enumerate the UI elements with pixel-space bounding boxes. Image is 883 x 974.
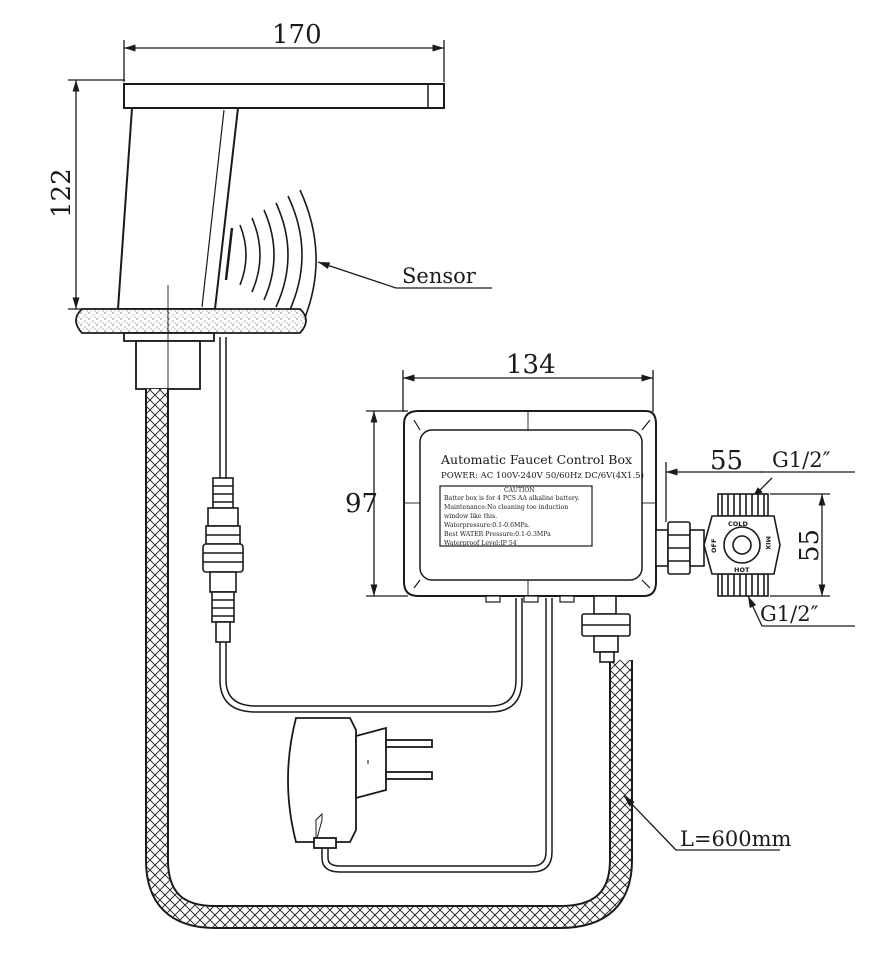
hose-length-label: L=600mm xyxy=(680,827,792,851)
box-cable xyxy=(219,598,523,713)
inlet-hose-braid xyxy=(147,389,631,927)
power-adapter xyxy=(287,717,433,849)
dimension-box-width xyxy=(402,370,654,412)
box-height-label: 97 xyxy=(345,489,378,519)
cable-connector xyxy=(202,477,244,643)
thread-top-label: G1/2″ xyxy=(772,448,831,472)
valve-hot-label: HOT xyxy=(734,566,750,574)
hose-length-leader xyxy=(623,795,780,851)
caution-line: Best WATER Pressure:0.1-0.3MPa xyxy=(444,531,551,538)
valve-labels: COLD HOT OFF MIX xyxy=(710,520,772,574)
faucet-shank xyxy=(123,285,215,390)
sensor-leader xyxy=(317,261,492,289)
valve-off-label: OFF xyxy=(710,539,718,553)
mixing-valve xyxy=(703,493,781,597)
dimension-box-height xyxy=(366,410,408,597)
caution-line: Waterpressure:0.1-0.6MPa. xyxy=(444,522,530,529)
thread-bottom-leader xyxy=(747,595,855,627)
dimension-faucet-width xyxy=(123,40,445,82)
valve-offset-label: 55 xyxy=(710,446,743,476)
dimension-valve-offset xyxy=(665,462,762,522)
control-box-title: Automatic Faucet Control Box xyxy=(440,452,632,467)
sensor-waves-icon xyxy=(239,189,317,321)
adapter-cable xyxy=(321,598,553,873)
caution-line: Maintenance:No cleaning toe induction xyxy=(444,504,568,511)
dimension-valve-height xyxy=(770,493,830,597)
caution-lines: Batter box is for 4 PCS AA alkaline batt… xyxy=(444,495,580,547)
caution-title: CAUTION xyxy=(504,487,535,494)
caution-line: window like this. xyxy=(444,513,497,520)
valve-connector xyxy=(655,521,705,575)
faucet-body xyxy=(116,83,445,310)
faucet-width-label: 170 xyxy=(272,20,322,50)
valve-mix-label: MIX xyxy=(764,536,772,550)
outlet-fitting xyxy=(581,595,631,663)
caution-line: Batter box is for 4 PCS AA alkaline batt… xyxy=(444,495,580,502)
thread-bottom-label: G1/2″ xyxy=(760,602,819,626)
countertop xyxy=(75,308,307,334)
control-box-power: POWER: AC 100V-240V 50/60Hz DC/6V(4X1.5) xyxy=(441,470,644,481)
valve-cold-label: COLD xyxy=(728,520,748,528)
control-box xyxy=(403,410,657,603)
sensor-label: Sensor xyxy=(402,264,477,288)
valve-height-label: 55 xyxy=(795,529,825,562)
faucet-height-label: 122 xyxy=(47,168,77,218)
box-width-label: 134 xyxy=(506,350,556,380)
sensor-cable xyxy=(219,337,227,478)
caution-line: Waterproof Level:IP 54 xyxy=(444,540,517,547)
